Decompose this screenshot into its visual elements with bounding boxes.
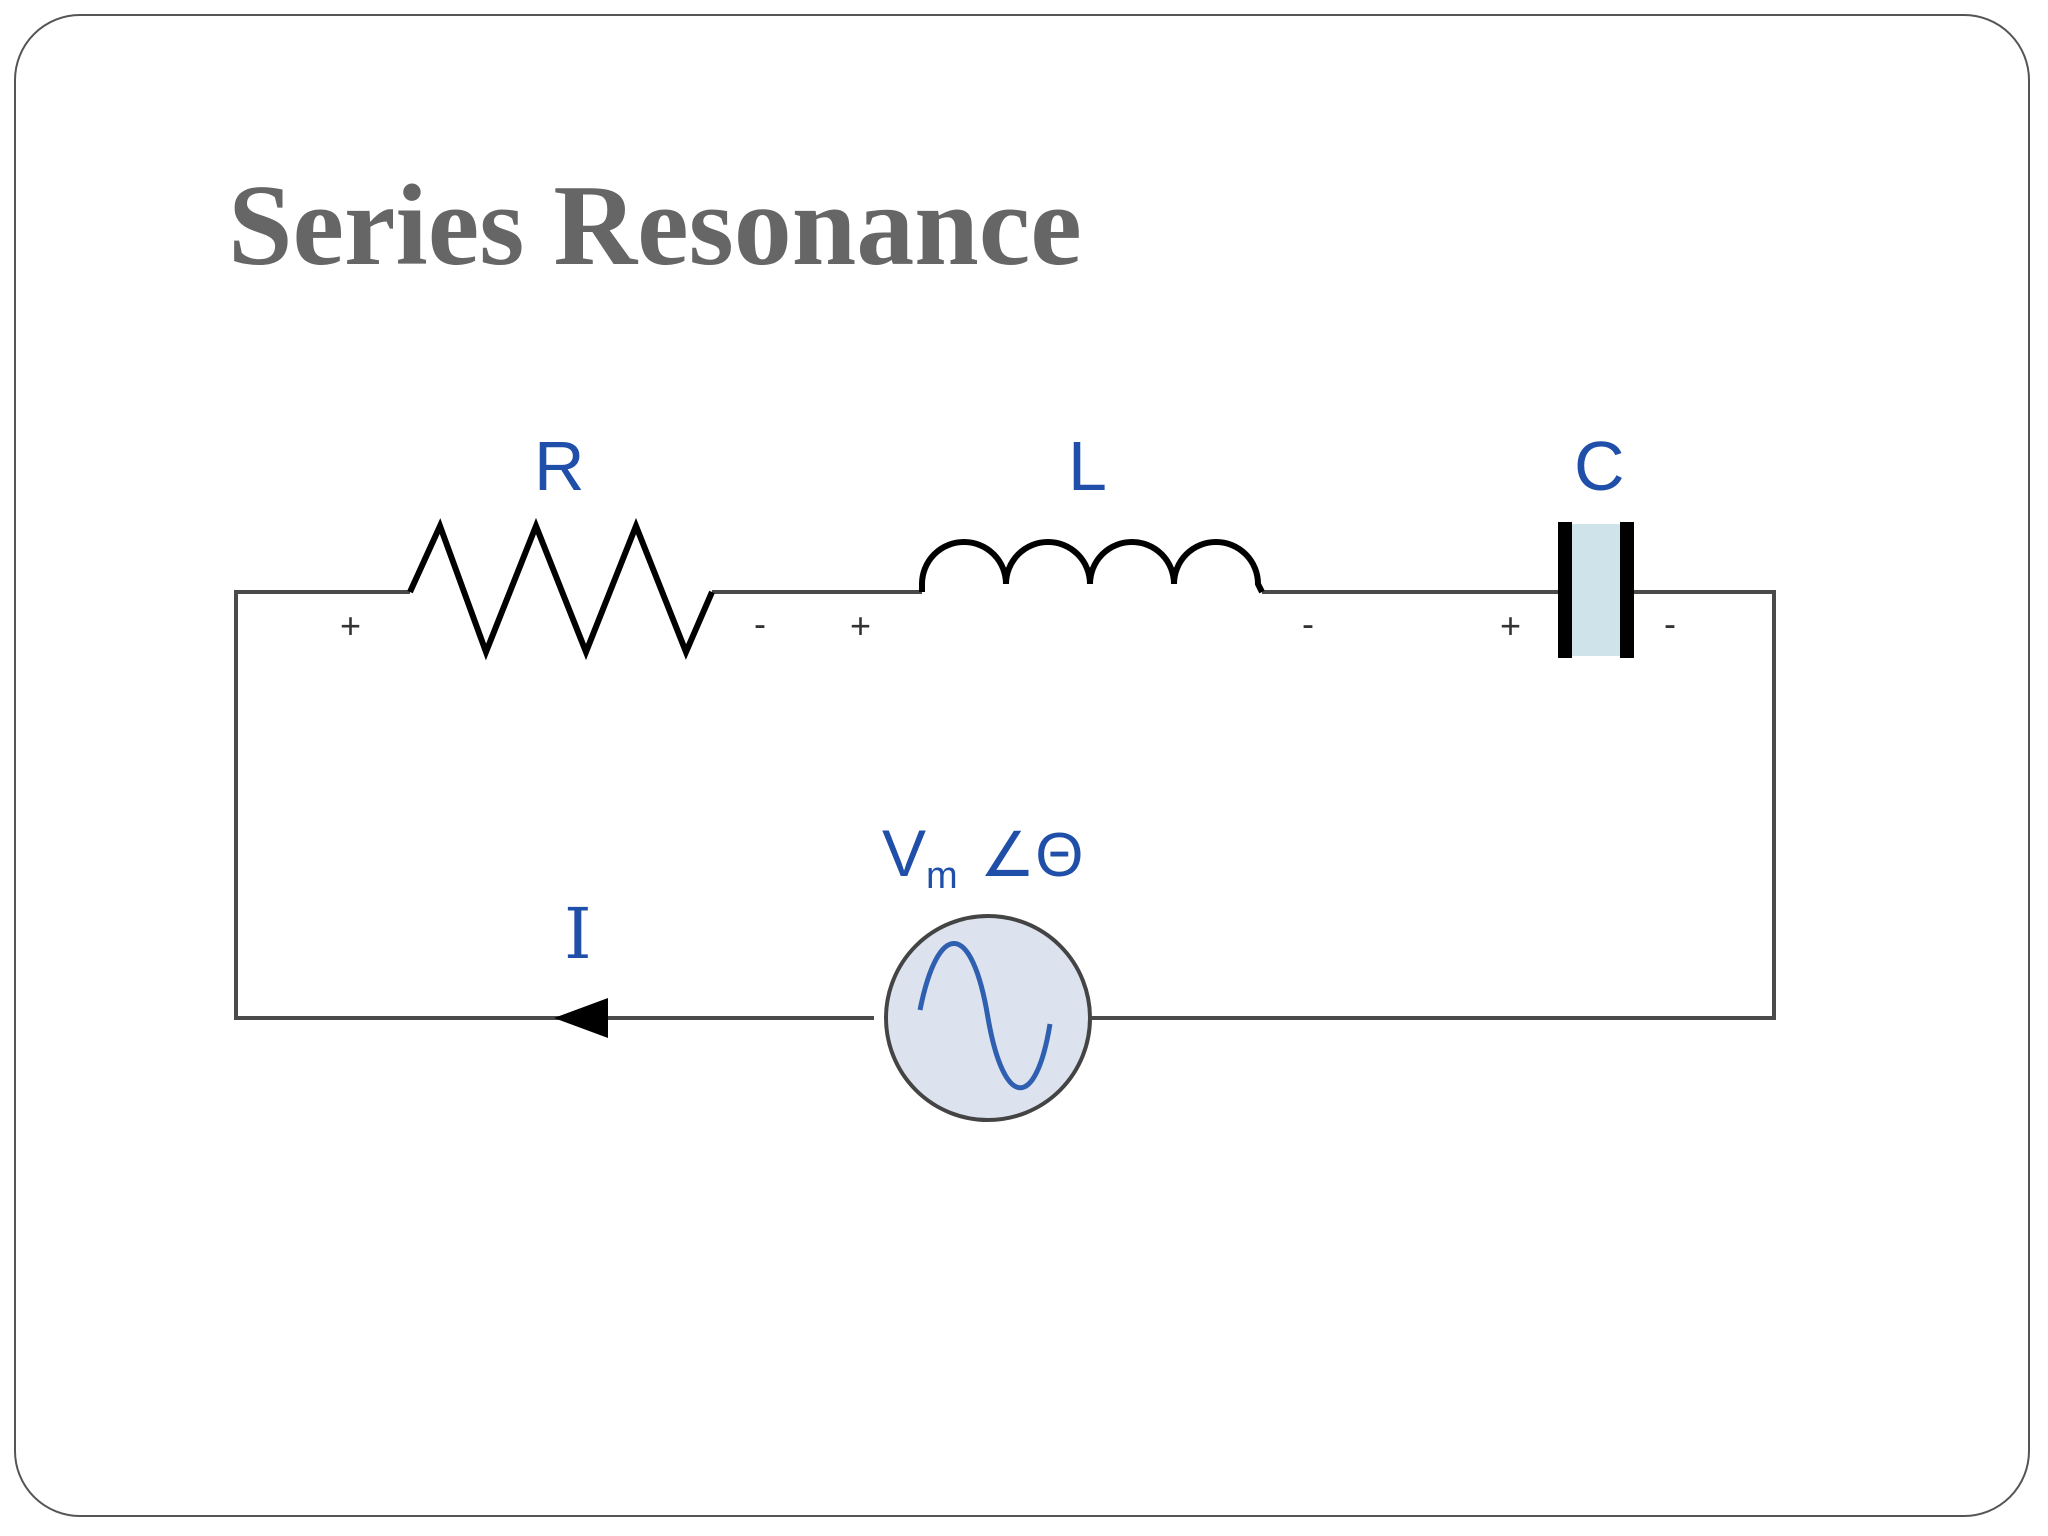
slide-frame	[14, 14, 2030, 1517]
sine-wave-icon	[917, 941, 1053, 1091]
current-direction-arrow-icon	[554, 998, 608, 1038]
resistor-plus-sign: +	[340, 605, 361, 646]
capacitor-minus-sign: -	[1664, 603, 1676, 644]
resistor-symbol	[407, 517, 715, 661]
source-voltage-subscript: m	[926, 855, 958, 897]
source-voltage-symbol: V	[882, 816, 926, 890]
resistor-minus-sign: -	[754, 603, 766, 644]
capacitor-plate-left	[1558, 522, 1572, 658]
top-left-wire	[234, 590, 874, 1020]
current-label: I	[564, 893, 592, 975]
right-return-wire	[1092, 590, 1776, 1020]
inductor-symbol	[919, 539, 1265, 594]
source-phase-angle: ∠Θ	[980, 821, 1084, 890]
slide-title: Series Resonance	[228, 162, 1082, 290]
capacitor-dielectric	[1566, 524, 1626, 656]
inductor-plus-sign: +	[850, 605, 871, 646]
ac-voltage-source	[884, 914, 1092, 1122]
capacitor-label: C	[1574, 427, 1625, 505]
resistor-label: R	[534, 427, 585, 505]
source-voltage-label: Vm ∠Θ	[882, 816, 1084, 897]
inductor-minus-sign: -	[1302, 603, 1314, 644]
capacitor-symbol	[1558, 522, 1634, 658]
capacitor-plus-sign: +	[1500, 605, 1521, 646]
inductor-label: L	[1068, 427, 1107, 505]
capacitor-plate-right	[1620, 522, 1634, 658]
